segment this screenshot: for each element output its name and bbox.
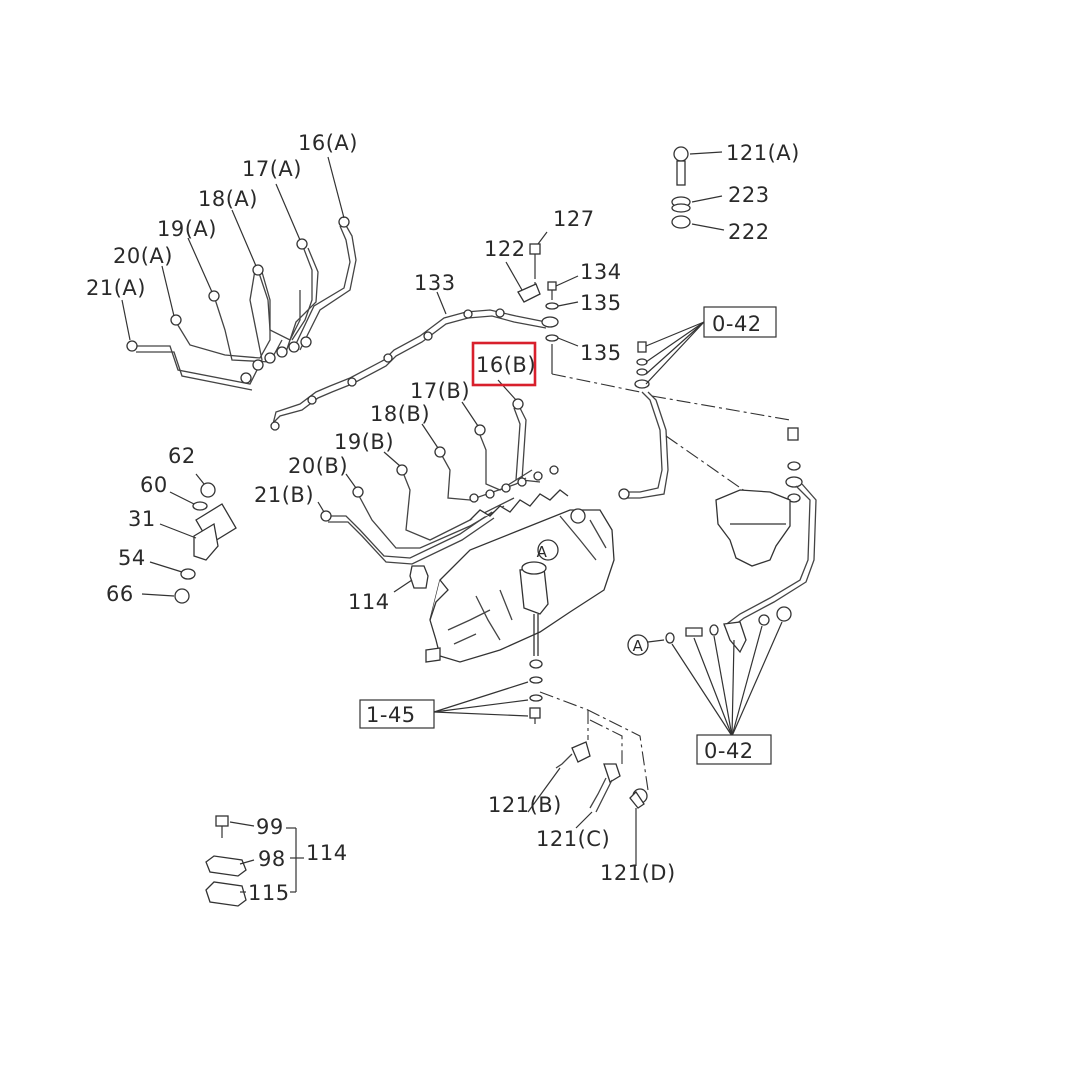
leaders-0-42-upper [645, 321, 705, 385]
ref-box-1-45 [359, 699, 435, 729]
marker-a-right: A [633, 637, 644, 655]
label-21a: 21(A) [86, 276, 146, 300]
label-ref-0-42-upper: 0-42 [712, 312, 762, 336]
clamp-kit-114 [205, 815, 304, 907]
label-114-pump: 114 [348, 590, 390, 614]
leaders-0-42-lower [671, 621, 783, 737]
marker-a-pump: A [537, 543, 548, 561]
label-223: 223 [728, 183, 770, 207]
label-127: 127 [553, 207, 595, 231]
bolt-127-and-clip-122 [505, 231, 548, 303]
injection-pump-body [425, 489, 615, 669]
label-19b: 19(B) [334, 430, 394, 454]
marker-a-circle-right [627, 634, 665, 656]
injection-pipes-set-a [126, 216, 357, 391]
label-18a: 18(A) [198, 187, 258, 211]
label-ref-0-42-lower: 0-42 [704, 739, 754, 763]
label-133: 133 [414, 271, 456, 295]
label-20a: 20(A) [113, 244, 173, 268]
label-17a: 17(A) [242, 157, 302, 181]
leak-off-pipe-133 [270, 291, 547, 431]
label-19a: 19(A) [157, 217, 217, 241]
label-222: 222 [728, 220, 770, 244]
ref-box-0-42-lower [696, 734, 772, 765]
leaders-1-45 [433, 681, 529, 717]
label-16a: 16(A) [298, 131, 358, 155]
label-66: 66 [106, 582, 134, 606]
label-60: 60 [140, 473, 168, 497]
bolt-134-and-washers-135 [541, 275, 641, 393]
injector-nozzle-assembly [141, 473, 237, 604]
label-122: 122 [484, 237, 526, 261]
label-115: 115 [248, 881, 290, 905]
leaders-set-b [317, 379, 517, 513]
clamp-114 [393, 565, 429, 593]
label-121c: 121(C) [536, 827, 610, 851]
label-20b: 20(B) [288, 454, 348, 478]
label-134: 134 [580, 260, 622, 284]
label-54: 54 [118, 546, 146, 570]
label-121a: 121(A) [726, 141, 800, 165]
fuel-filter-assembly [618, 341, 817, 654]
label-135-lower: 135 [580, 341, 622, 365]
banjo-fitting-121a [671, 146, 725, 231]
label-16b: 16(B) [476, 353, 536, 377]
label-121b: 121(B) [488, 793, 562, 817]
label-18b: 18(B) [370, 402, 430, 426]
label-98: 98 [258, 847, 286, 871]
label-135-upper: 135 [580, 291, 622, 315]
highlight-box-16b [471, 341, 537, 387]
label-31: 31 [128, 507, 156, 531]
label-114-kit: 114 [306, 841, 348, 865]
label-99: 99 [256, 815, 284, 839]
ref-box-0-42-upper [703, 306, 777, 338]
label-62: 62 [168, 444, 196, 468]
label-ref-1-45: 1-45 [366, 703, 416, 727]
label-21b: 21(B) [254, 483, 314, 507]
label-121d: 121(D) [600, 861, 676, 885]
label-17b: 17(B) [410, 379, 470, 403]
banjo-fittings-lower [527, 676, 649, 866]
leaders-set-a [121, 156, 345, 341]
